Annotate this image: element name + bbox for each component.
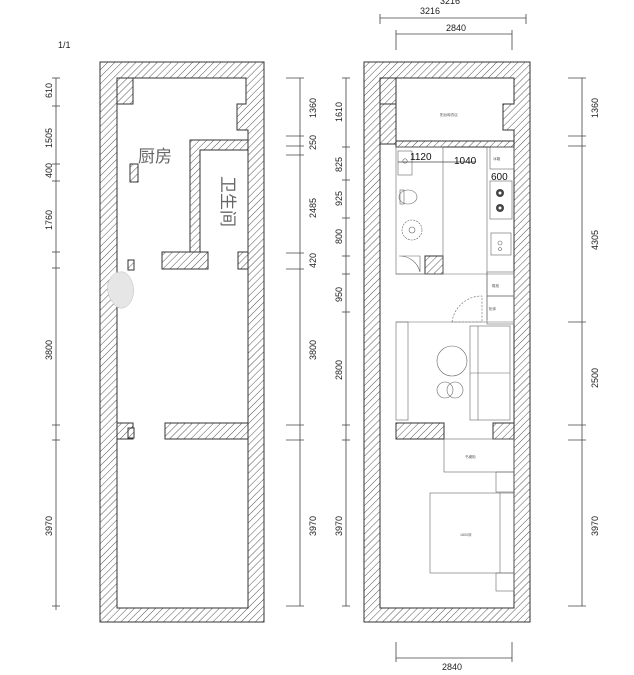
balcony-label: 阳台晾衣区 xyxy=(440,112,458,117)
kitchen-stub xyxy=(129,163,139,183)
stool-1 xyxy=(436,381,454,399)
right-plan-left-dim-3: 925 xyxy=(334,191,344,206)
bed-label: 1800床 xyxy=(460,532,472,537)
bathroom-bottom-wall-1 xyxy=(161,251,209,270)
left-plan-stub xyxy=(116,77,134,105)
left-dim-6: 3970 xyxy=(44,516,54,536)
left-plan: 厨房 卫生间 610 1505 400 1760 3800 3970 1360 … xyxy=(44,61,318,623)
toilet-tank xyxy=(399,189,405,205)
bathroom-bottom-wall xyxy=(424,255,444,275)
right-plan: 3216 3216 2840 阳台晾衣区 1120 1040 xyxy=(334,0,600,672)
right-plan-stub-2 xyxy=(379,103,397,145)
stool-2 xyxy=(446,381,464,399)
right-plan-stub xyxy=(379,77,397,105)
left-plan-right-dim-4: 420 xyxy=(308,253,318,268)
right-plan-left-dim-1: 1610 xyxy=(334,102,344,122)
desk-label: 书桌柜 xyxy=(465,454,476,459)
right-plan-right-dim-2: 4305 xyxy=(590,230,600,250)
left-plan-right-dim-6: 3970 xyxy=(308,516,318,536)
desk-cabinet xyxy=(443,438,515,473)
wall-shelf xyxy=(395,321,409,421)
wall-blob xyxy=(107,271,134,309)
shower-drain xyxy=(408,226,416,234)
nightstand-2 xyxy=(495,572,515,592)
washbasin xyxy=(397,150,413,176)
inner-dim-c: 600 xyxy=(491,172,508,183)
top-overall-dim: 3216 xyxy=(420,6,440,16)
nightstand-1 xyxy=(495,471,515,493)
bathroom-bottom-wall-2 xyxy=(237,251,249,270)
left-dim-1: 610 xyxy=(44,83,54,98)
bottom-inner-dim: 2840 xyxy=(442,662,462,672)
column-mark-2 xyxy=(127,427,135,439)
bathroom-door xyxy=(398,255,421,273)
page-number: 1/1 xyxy=(58,40,71,50)
middle-wall-right-2 xyxy=(492,422,515,440)
right-plan-left-dim-6: 2800 xyxy=(334,360,344,380)
bathroom-outline xyxy=(395,146,444,275)
right-plan-right-dim-1: 1360 xyxy=(590,98,600,118)
top-inner-dim: 2840 xyxy=(446,23,466,33)
bed xyxy=(429,492,515,574)
left-dim-5: 3800 xyxy=(44,340,54,360)
left-plan-right-dim-5: 3800 xyxy=(308,340,318,360)
right-plan-right-dim-4: 3970 xyxy=(590,516,600,536)
fridge-label: 冰箱 xyxy=(493,156,501,161)
round-table xyxy=(436,345,468,377)
cabinet xyxy=(486,295,515,325)
right-plan-left-dim-7: 3970 xyxy=(334,516,344,536)
basin-drain xyxy=(402,158,408,164)
cooktop xyxy=(489,180,513,220)
fridge xyxy=(489,146,515,170)
right-plan-left-dim-2: 825 xyxy=(334,157,344,172)
shower xyxy=(401,219,423,241)
left-dim-4: 1760 xyxy=(44,210,54,230)
bathroom-top-wall xyxy=(395,140,515,148)
right-plan-left-dim-5: 950 xyxy=(334,287,344,302)
top-overall-dim-2: 3216 xyxy=(440,0,460,6)
toilet xyxy=(398,189,418,205)
middle-wall-right xyxy=(395,422,445,440)
kitchen-label: 厨房 xyxy=(138,147,172,167)
inner-dim-a: 1120 xyxy=(410,152,432,163)
left-dim-3: 400 xyxy=(44,163,54,178)
middle-wall xyxy=(164,422,249,440)
right-plan-left-dim-4: 800 xyxy=(334,229,344,244)
right-plan-right-dim-3: 2500 xyxy=(590,368,600,388)
left-dim-2: 1505 xyxy=(44,128,54,148)
column-mark-1 xyxy=(127,259,135,271)
entrance-door xyxy=(451,295,483,323)
right-plan-walls xyxy=(363,61,531,623)
left-plan-right-dim-1: 1360 xyxy=(308,98,318,118)
left-plan-walls xyxy=(99,61,265,623)
sink xyxy=(490,232,512,256)
inner-dim-b: 1040 xyxy=(454,156,477,167)
left-plan-right-dim-2: 250 xyxy=(308,135,318,150)
cabinet-label: 柜体 xyxy=(489,306,497,311)
bathroom-label: 卫生间 xyxy=(217,176,237,227)
left-plan-right-dim-3: 2485 xyxy=(308,198,318,218)
shoe-cabinet-label: 鞋柜 xyxy=(492,283,500,288)
